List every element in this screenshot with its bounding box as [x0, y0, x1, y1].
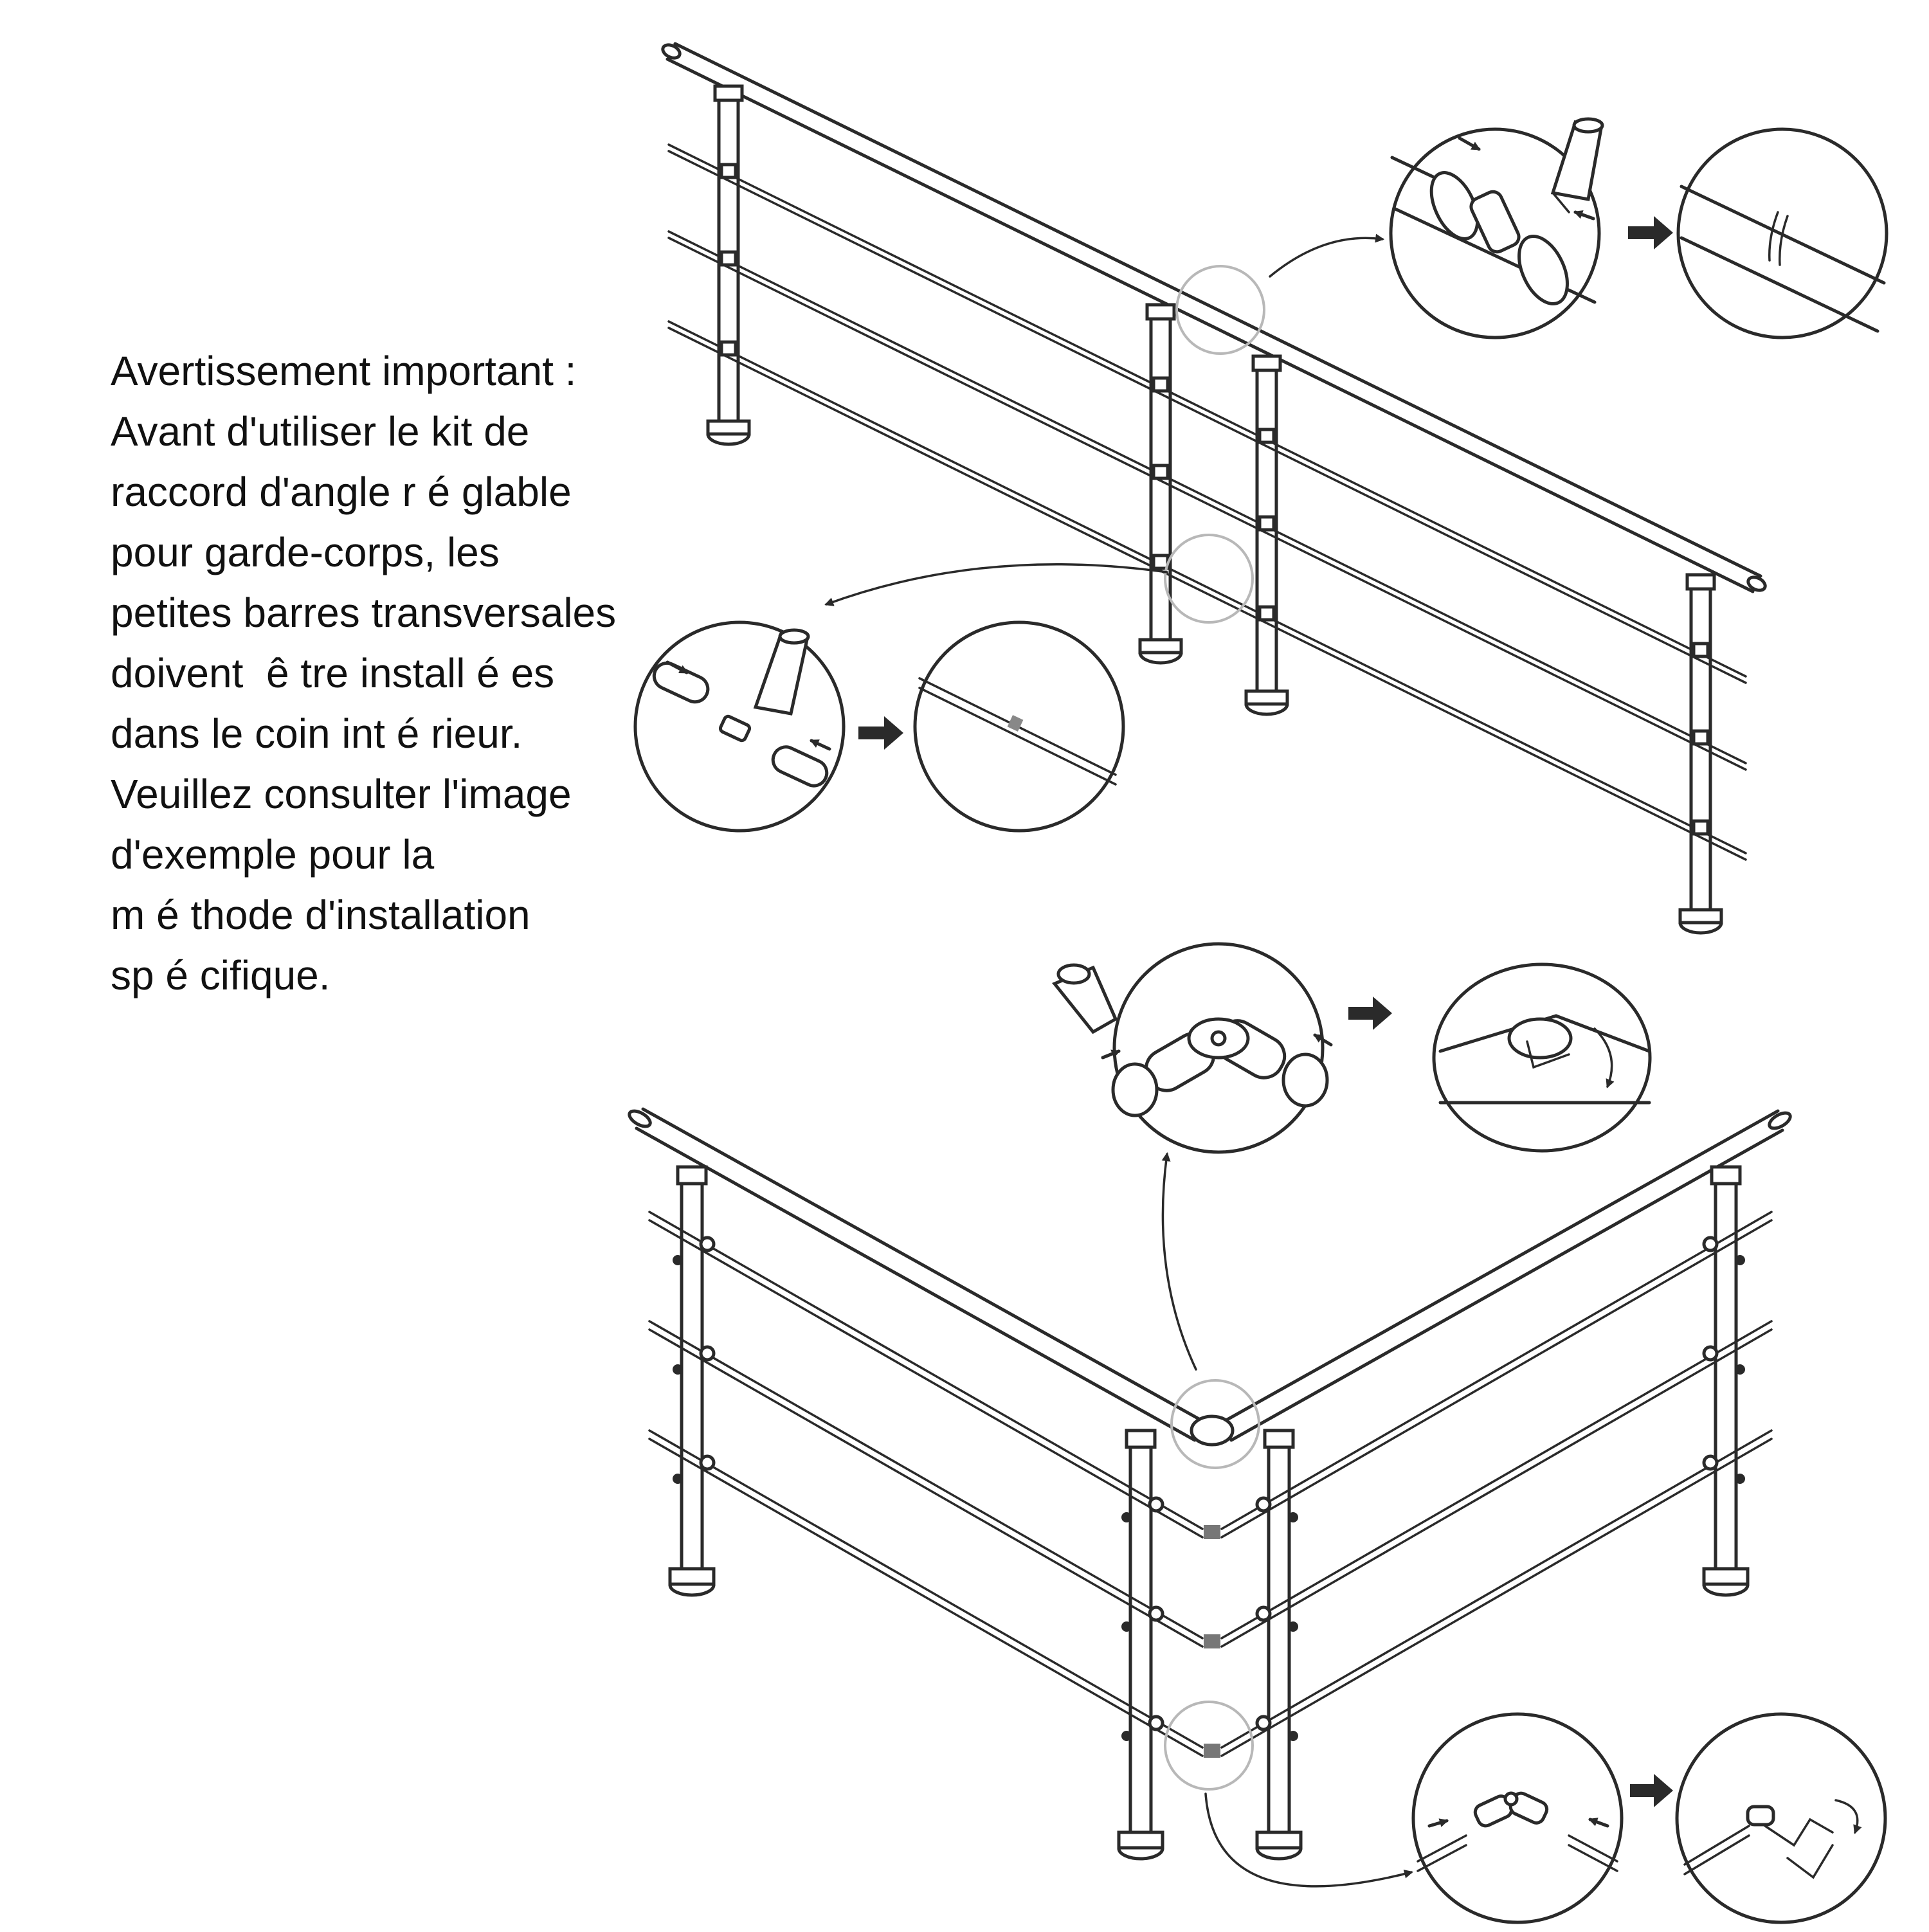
warning-line: petites barres transversales — [111, 590, 617, 636]
connector-arrow — [1161, 1152, 1197, 1371]
corner-railing — [628, 1107, 1792, 1888]
warning-line: doivent ê tre install é es — [111, 650, 555, 696]
arrow-right-icon — [1348, 997, 1392, 1030]
post — [1678, 573, 1723, 935]
detail-handrail-joint-before — [1389, 117, 1604, 339]
corner-railing-crossbars — [648, 1211, 1773, 1758]
post — [1117, 1429, 1164, 1861]
warning-heading: Avertissement important : — [111, 348, 577, 394]
straight-railing-crossbars — [667, 143, 1747, 861]
installation-warning-text: Avertissement important : Avant d'utilis… — [111, 341, 689, 1006]
post — [1138, 303, 1183, 665]
detail-corner-crossbar-before — [1411, 1712, 1624, 1924]
straight-railing — [661, 42, 1767, 935]
warning-line: raccord d'angle r é glable — [111, 469, 572, 515]
connector-arrow — [824, 563, 1168, 606]
detail-elbow-joint-before — [1051, 942, 1333, 1154]
connector-arrow — [1269, 233, 1384, 278]
warning-line: Avant d'utiliser le kit de — [111, 408, 530, 455]
post — [1244, 354, 1289, 716]
warning-line: d'exemple pour la — [111, 831, 435, 878]
detail-crossbar-joint-before — [633, 620, 846, 833]
straight-railing-handrail — [661, 42, 1767, 593]
warning-line: sp é cifique. — [111, 952, 331, 998]
detail-crossbar-joint-after — [913, 620, 1125, 833]
arrow-right-icon — [1628, 216, 1673, 249]
corner-railing-handrail-right — [1223, 1109, 1792, 1442]
crossbar-joint-highlight — [1164, 534, 1254, 624]
arrow-right-icon — [1630, 1774, 1673, 1807]
corner-crossbar-highlight — [1164, 1701, 1254, 1791]
warning-line: pour garde-corps, les — [111, 529, 500, 575]
detail-corner-crossbar-after — [1675, 1712, 1887, 1924]
warning-line: m é thode d'installation — [111, 892, 530, 938]
post — [1702, 1165, 1750, 1597]
connector-arrow — [1204, 1792, 1413, 1888]
corner-handrail-highlight — [1170, 1379, 1260, 1469]
corner-elbow — [1190, 1414, 1235, 1447]
post — [1255, 1429, 1303, 1861]
warning-line: Veuillez consulter l'image — [111, 771, 572, 817]
corner-railing-handrail-left — [628, 1107, 1204, 1442]
detail-elbow-joint-after — [1432, 962, 1652, 1153]
arrow-right-icon — [858, 716, 903, 750]
handrail-joint-highlight — [1175, 265, 1265, 355]
warning-line: dans le coin int é rieur. — [111, 710, 523, 757]
post — [668, 1165, 716, 1597]
detail-handrail-joint-after — [1676, 127, 1888, 339]
